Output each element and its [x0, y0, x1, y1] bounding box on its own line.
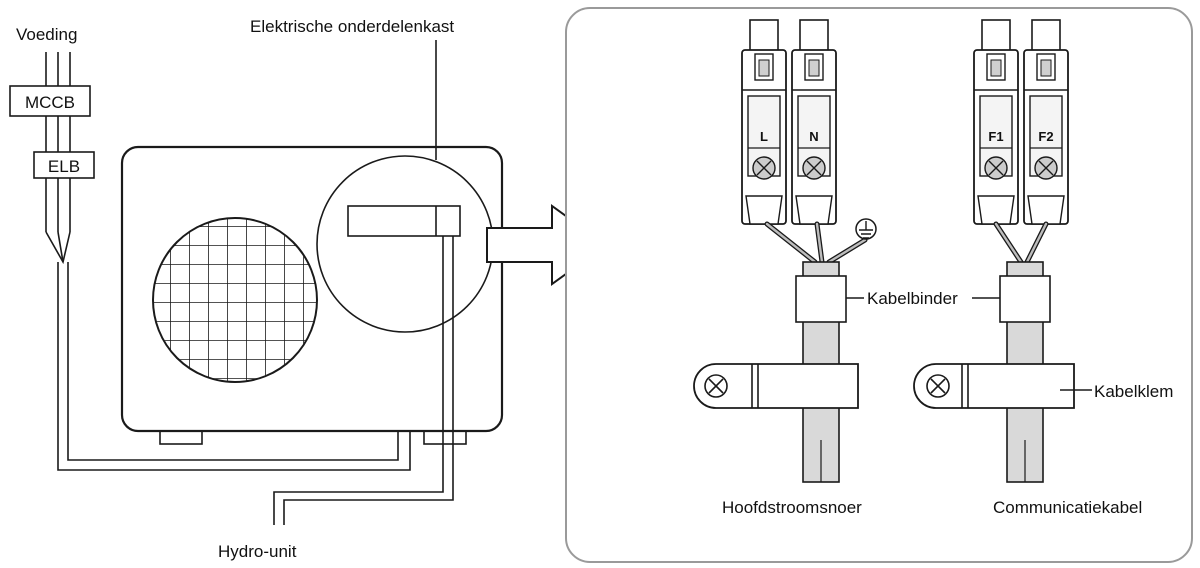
fan-grille-icon — [152, 217, 318, 383]
screw-icon — [926, 374, 950, 398]
communication-cable-clamp — [913, 363, 1075, 409]
terminal-f1: F1 — [973, 19, 1019, 225]
communication-terminal-block: F1 F2 — [973, 19, 1069, 225]
screw-icon — [704, 374, 728, 398]
power-cable-clamp — [693, 363, 859, 409]
power-cable-tie — [795, 275, 847, 323]
ground-icon — [855, 218, 877, 240]
power-cable-wires — [764, 221, 868, 265]
mccb-label: MCCB — [25, 93, 75, 112]
outdoor-unit — [120, 145, 504, 445]
elb-label: ELB — [48, 157, 80, 176]
terminal-f2: F2 — [1023, 19, 1069, 225]
terminal-n: N — [791, 19, 837, 225]
communication-cable-wires — [993, 221, 1049, 265]
hydro-unit-label: Hydro-unit — [218, 542, 297, 561]
detail-panel — [565, 7, 1193, 563]
mccb-box: MCCB — [9, 85, 91, 117]
electrical-box — [347, 205, 461, 237]
cable-clamp-label: Kabelklem — [1094, 382, 1173, 401]
elb-box: ELB — [33, 151, 95, 179]
cable-tie-label: Kabelbinder — [867, 289, 958, 308]
hydro-unit-cable — [273, 236, 454, 525]
terminal-n-label: N — [809, 129, 818, 144]
power-supply-label: Voeding — [16, 25, 77, 44]
terminal-f1-label: F1 — [988, 129, 1003, 144]
electrical-box-label: Elektrische onderdelenkast — [250, 17, 454, 36]
main-power-cable-label: Hoofdstroomsnoer — [722, 498, 862, 517]
communication-cable-tie — [999, 275, 1051, 323]
power-terminal-block: L N — [741, 19, 837, 225]
terminal-f2-label: F2 — [1038, 129, 1053, 144]
communication-cable-label: Communicatiekabel — [993, 498, 1142, 517]
terminal-l-label: L — [760, 129, 768, 144]
terminal-l: L — [741, 19, 787, 225]
